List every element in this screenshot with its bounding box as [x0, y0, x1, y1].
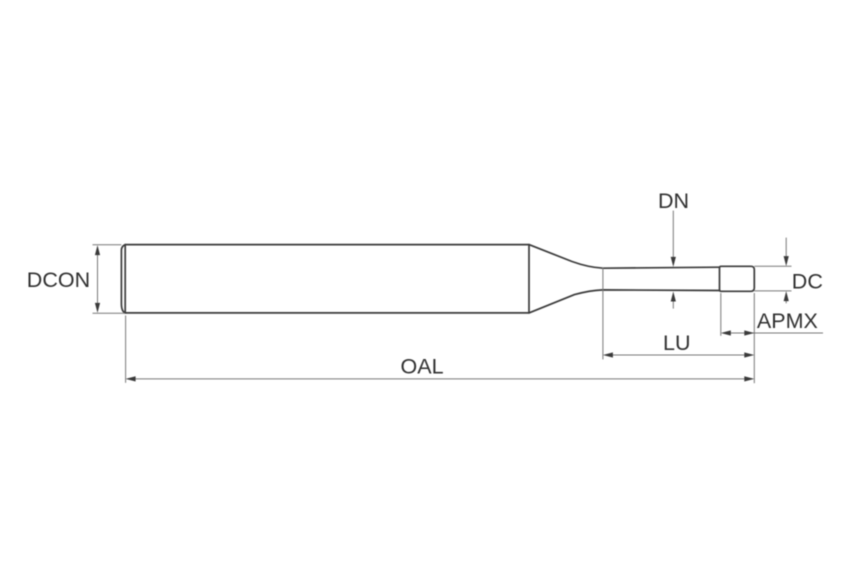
svg-text:DCON: DCON [27, 268, 90, 292]
svg-text:LU: LU [663, 331, 690, 355]
svg-text:APMX: APMX [757, 309, 818, 333]
svg-text:OAL: OAL [401, 355, 444, 379]
svg-text:DC: DC [792, 270, 823, 294]
svg-text:DN: DN [658, 189, 689, 213]
